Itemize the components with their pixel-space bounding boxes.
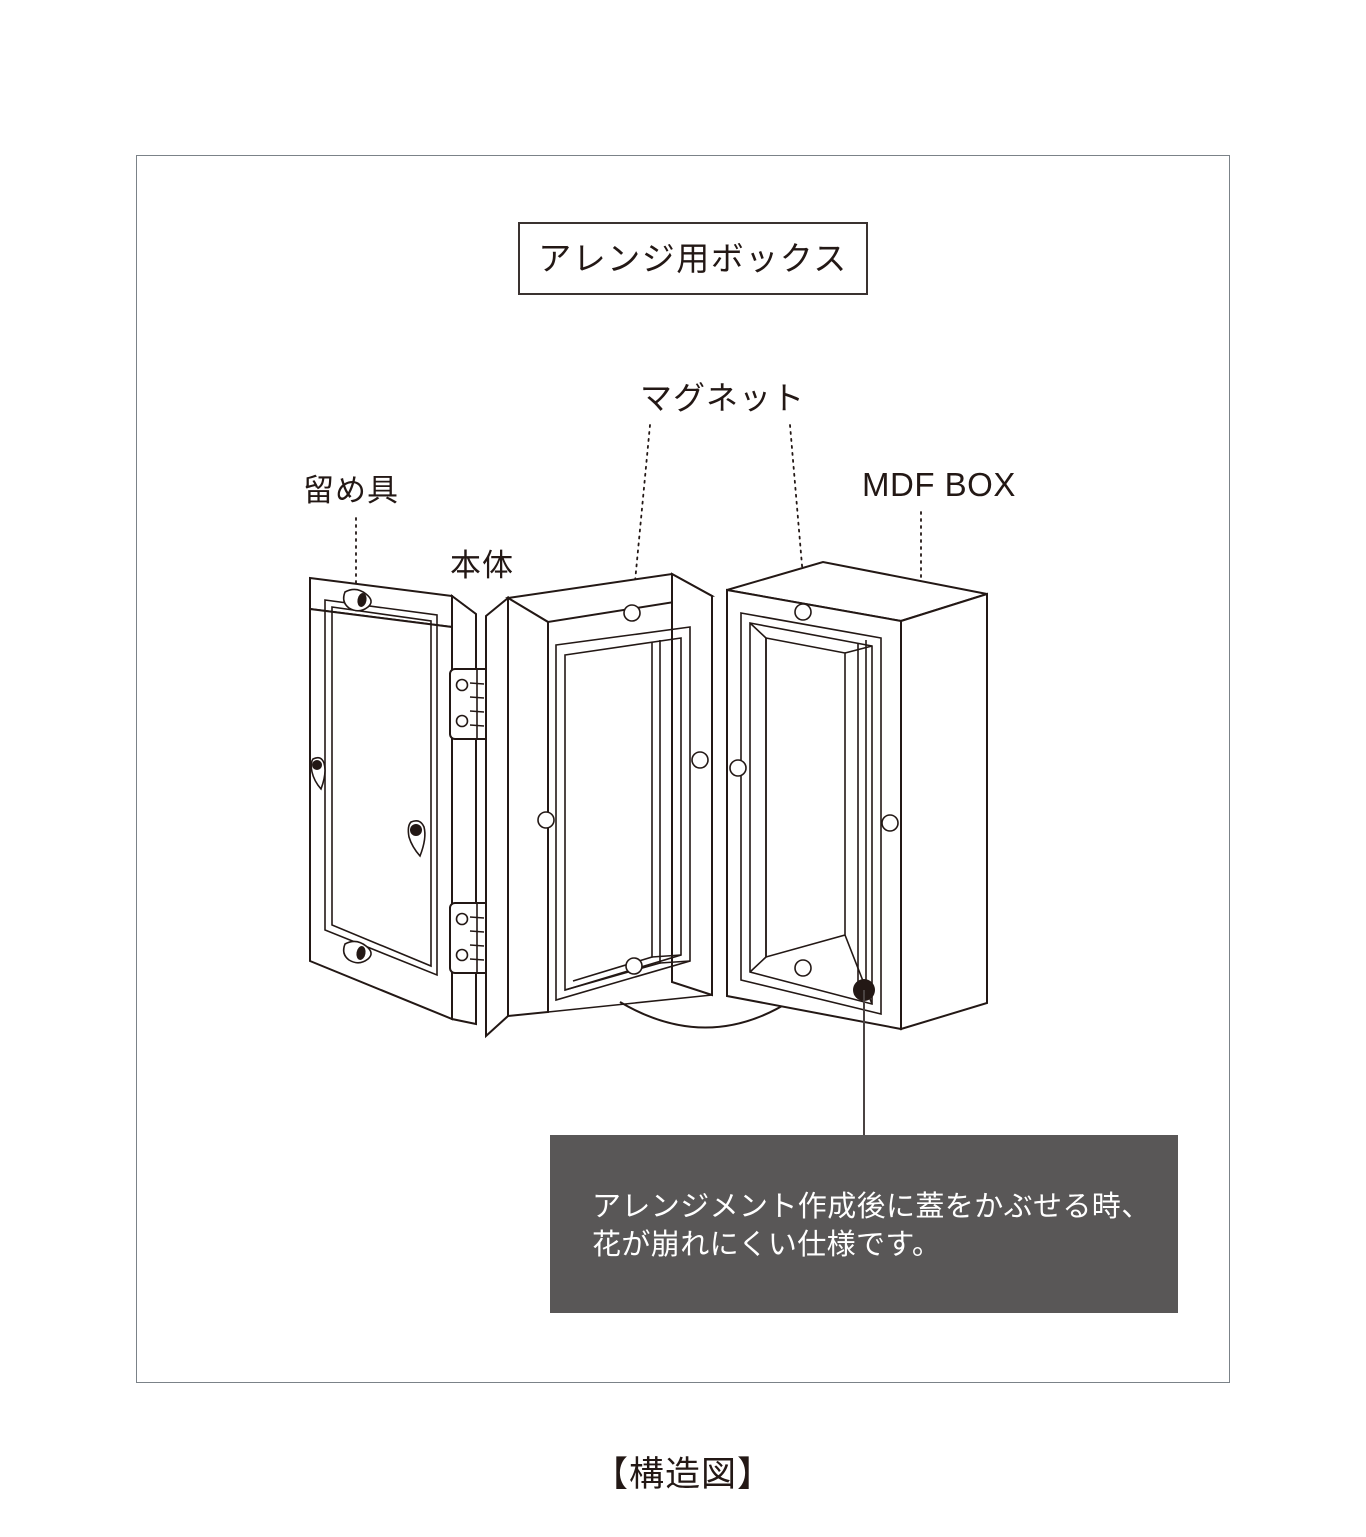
lid-magnet-right [407, 820, 426, 858]
label-body: 本体 [450, 548, 514, 584]
callout-text: アレンジメント作成後に蓋をかぶせる時、 花が崩れにくい仕様です。 [592, 1187, 1152, 1264]
magnet-body-bottom [625, 957, 643, 975]
magnet-box-right [881, 814, 899, 832]
callout-line-1: アレンジメント作成後に蓋をかぶせる時、 [592, 1189, 1151, 1223]
callout-line-2: 花が崩れにくい仕様です。 [592, 1227, 942, 1262]
magnet-body-top [623, 604, 641, 622]
lid-magnet-left [310, 756, 326, 791]
figure-title-box: アレンジ用ボックス [518, 222, 868, 295]
magnet-box-top [794, 603, 812, 621]
magnet-body-right [691, 751, 709, 769]
body-frame-art [485, 572, 716, 1039]
magnet-box-left [729, 759, 747, 777]
magnet-body-left [537, 811, 555, 829]
label-mdf-box: MDF BOX [862, 466, 1016, 503]
magnet-box-bottom [794, 959, 812, 977]
figure-caption: 【構造図】 [592, 1455, 773, 1495]
label-clasp: 留め具 [303, 473, 399, 509]
figure-title: アレンジ用ボックス [538, 239, 848, 278]
mdf-box-art [726, 560, 988, 1031]
clasp-top [342, 588, 372, 612]
clasp-bottom [342, 940, 372, 964]
label-magnet: マグネット [640, 379, 806, 417]
callout-panel: アレンジメント作成後に蓋をかぶせる時、 花が崩れにくい仕様です。 [550, 1135, 1178, 1313]
